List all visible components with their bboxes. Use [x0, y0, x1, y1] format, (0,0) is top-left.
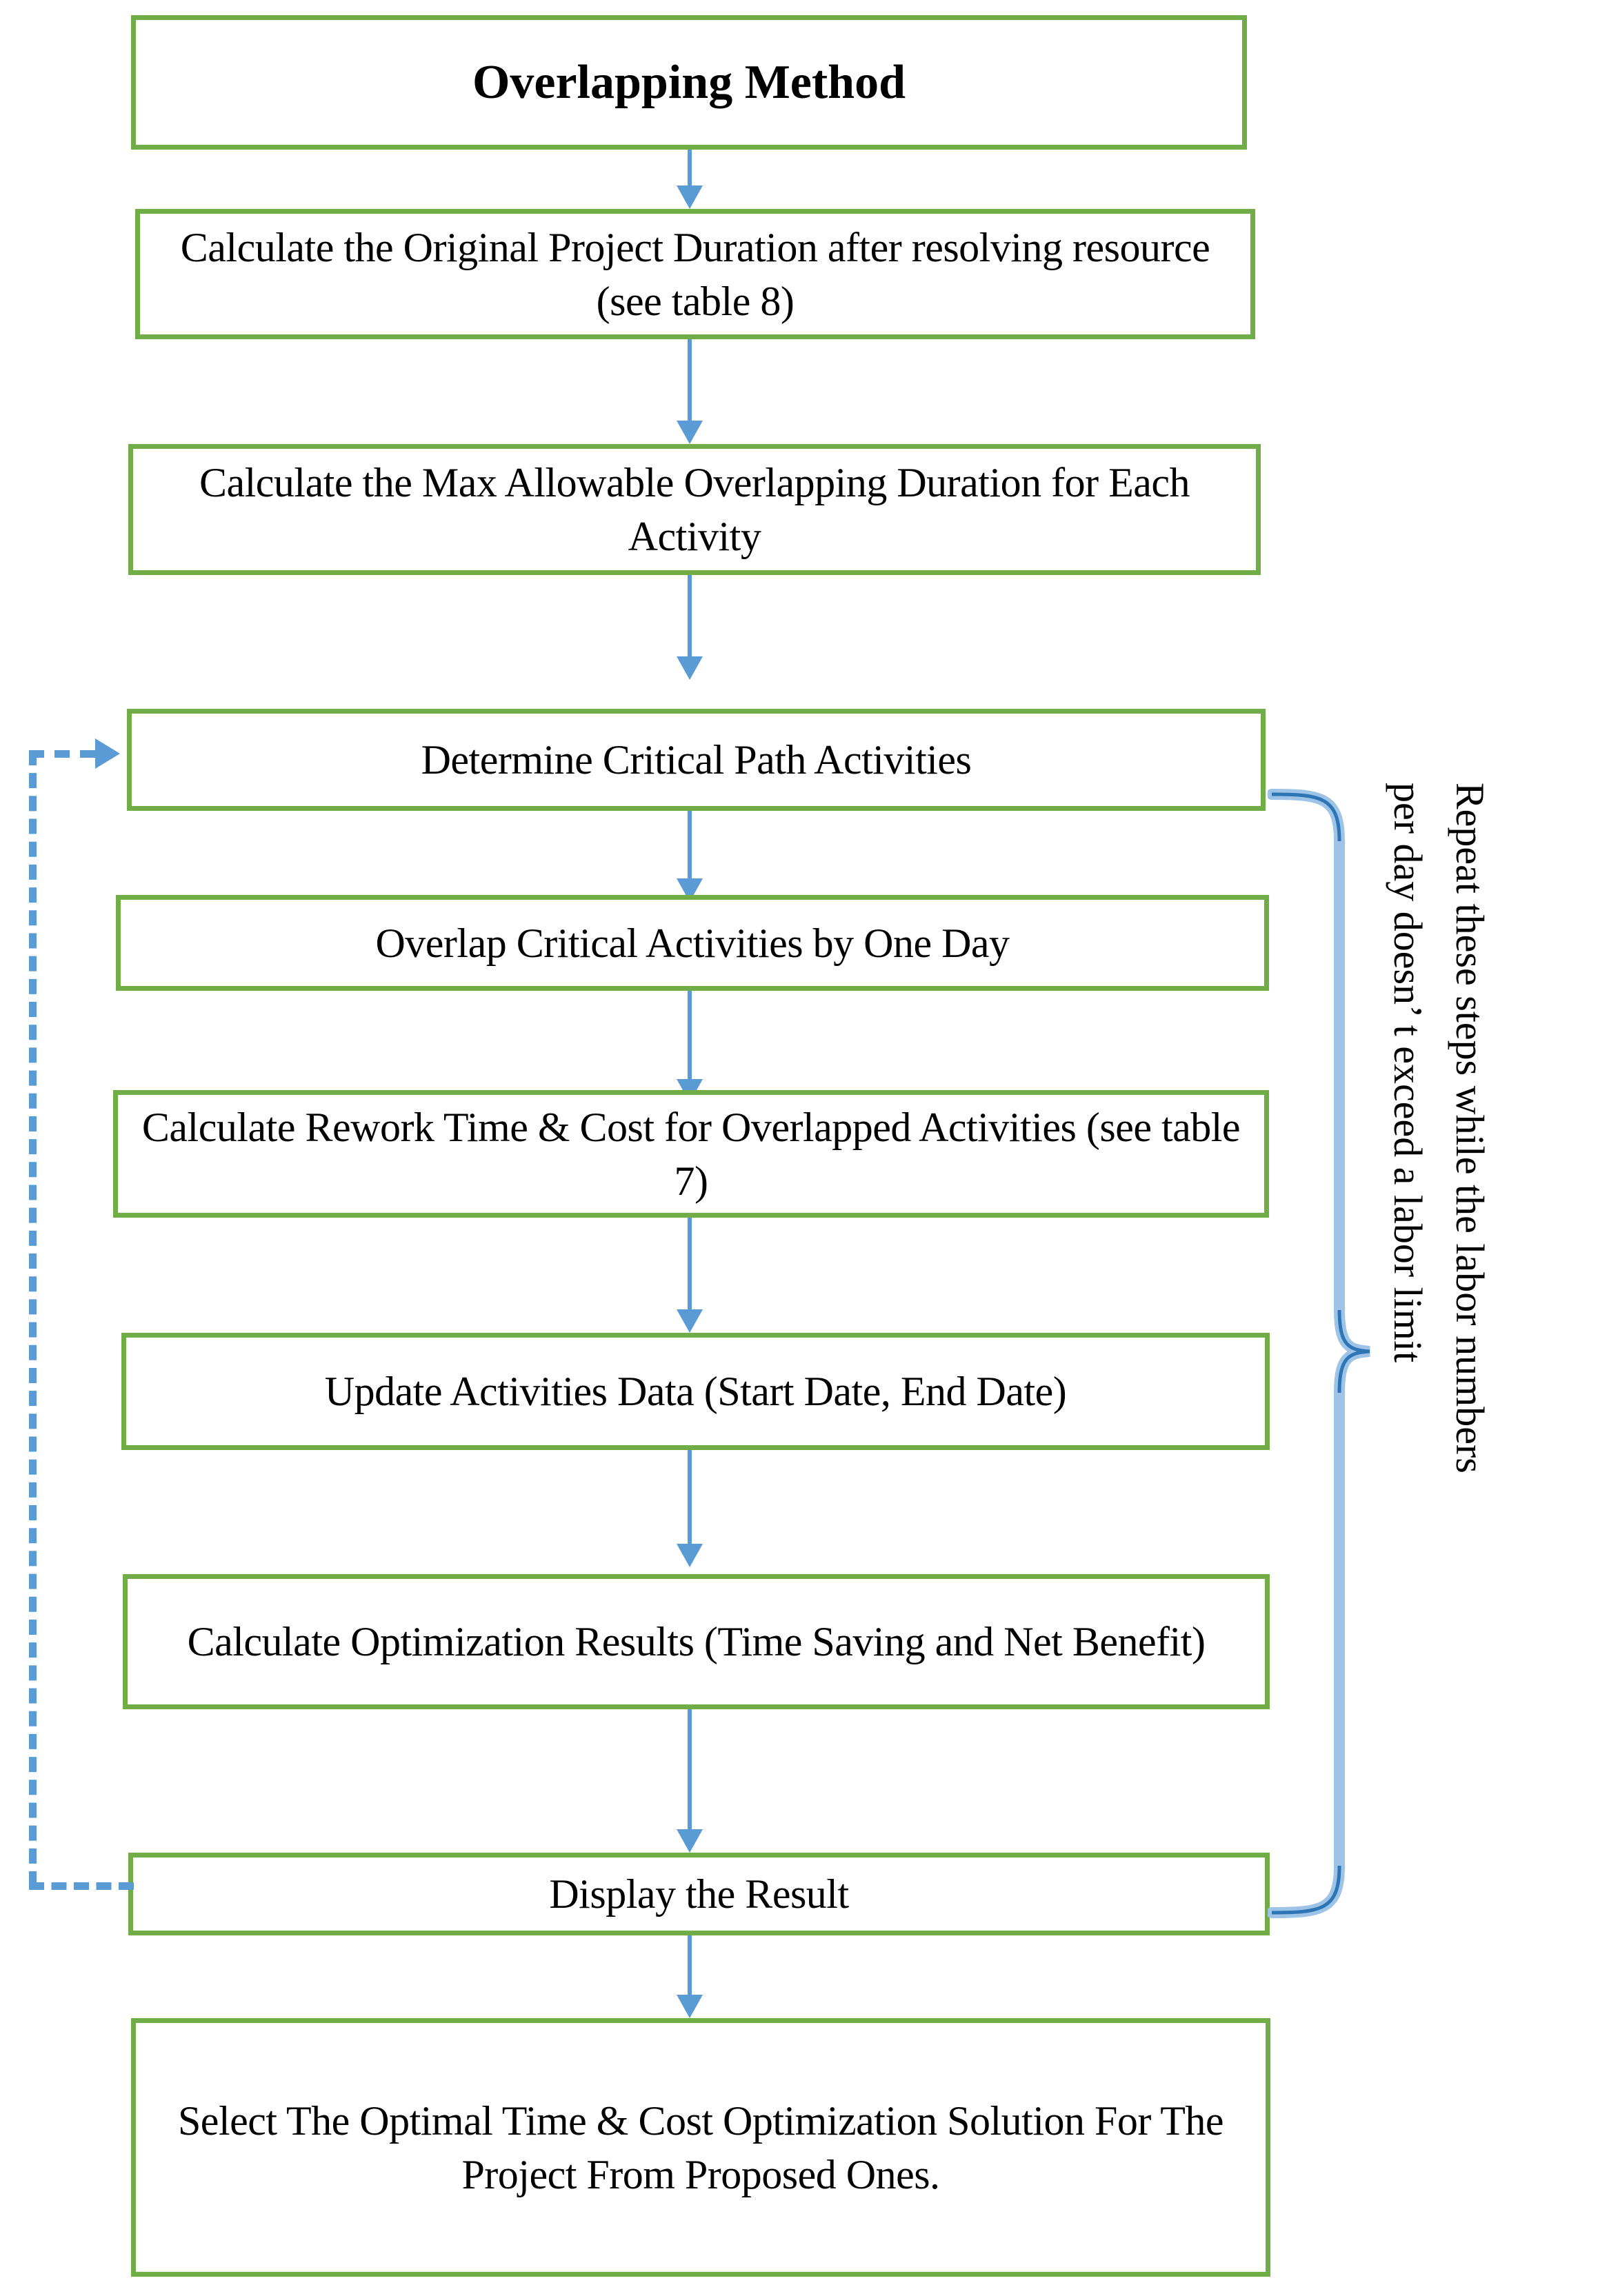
connector-display-to-select-optimal — [676, 1935, 703, 2018]
connector-rework-to-update-data — [676, 1218, 703, 1333]
connector-update-data-to-optimization — [676, 1450, 703, 1567]
node-label: Update Activities Data (Start Date, End … — [324, 1369, 1067, 1414]
feedback-loop-top-line — [29, 750, 95, 758]
connector-title-to-orig-duration — [676, 150, 703, 209]
node-label: Calculate Rework Time & Cost for Overlap… — [141, 1104, 1241, 1204]
node-label: Determine Critical Path Activities — [421, 737, 972, 783]
feedback-loop-bottom-line — [29, 1882, 134, 1890]
connector-line — [688, 1935, 692, 1995]
node-label: Select The Optimal Time & Cost Optimizat… — [177, 2097, 1224, 2197]
node-label: Calculate the Max Allowable Overlapping … — [199, 460, 1190, 559]
repeat-brace-icon — [1268, 758, 1385, 1951]
feedback-loop-vertical-line — [29, 750, 37, 1886]
node-update-activities-data[interactable]: Update Activities Data (Start Date, End … — [121, 1333, 1270, 1450]
connector-max-overlap-to-critical-path — [676, 575, 703, 680]
repeat-loop-note-line-2: per day doesn’ t exceed a labor limit — [1386, 783, 1431, 1363]
arrowhead-down-icon — [677, 185, 703, 209]
connector-line — [688, 991, 692, 1079]
node-label: Overlapping Method — [472, 56, 906, 109]
connector-line — [688, 1218, 692, 1309]
node-label: Calculate Optimization Results (Time Sav… — [187, 1619, 1206, 1664]
connector-overlap-day-to-rework — [676, 991, 703, 1102]
node-determine-critical-path[interactable]: Determine Critical Path Activities — [127, 709, 1266, 811]
connector-critical-path-to-overlap-day — [676, 811, 703, 902]
node-calculate-rework[interactable]: Calculate Rework Time & Cost for Overlap… — [113, 1090, 1269, 1218]
repeat-loop-note-line-1: Repeat these steps while the labor numbe… — [1448, 783, 1492, 1473]
node-label: Display the Result — [549, 1871, 849, 1917]
connector-line — [688, 1709, 692, 1829]
connector-line — [688, 150, 692, 185]
arrowhead-down-icon — [677, 421, 703, 444]
node-display-result[interactable]: Display the Result — [128, 1853, 1270, 1935]
node-select-optimal-solution[interactable]: Select The Optimal Time & Cost Optimizat… — [131, 2018, 1270, 2277]
connector-line — [688, 339, 692, 421]
node-calculate-optimization-results[interactable]: Calculate Optimization Results (Time Sav… — [123, 1574, 1270, 1709]
node-label: Overlap Critical Activities by One Day — [375, 920, 1010, 966]
node-max-allowable-overlap[interactable]: Calculate the Max Allowable Overlapping … — [128, 444, 1261, 575]
node-overlapping-method[interactable]: Overlapping Method — [131, 15, 1247, 150]
connector-line — [688, 575, 692, 656]
repeat-loop-note: Repeat these steps while the labor numbe… — [1377, 783, 1501, 1473]
arrowhead-down-icon — [677, 1995, 703, 2018]
arrowhead-down-icon — [677, 656, 703, 680]
connector-line — [688, 1450, 692, 1544]
arrowhead-down-icon — [677, 1309, 703, 1333]
node-calculate-original-duration[interactable]: Calculate the Original Project Duration … — [135, 209, 1255, 339]
arrowhead-down-icon — [677, 1829, 703, 1853]
connector-orig-duration-to-max-overlap — [676, 339, 703, 444]
node-label: Calculate the Original Project Duration … — [180, 224, 1210, 324]
connector-line — [688, 811, 692, 878]
node-overlap-critical-activities[interactable]: Overlap Critical Activities by One Day — [116, 895, 1269, 991]
feedback-loop-arrowhead-icon — [95, 738, 120, 769]
connector-optimization-to-display — [676, 1709, 703, 1853]
arrowhead-down-icon — [677, 1544, 703, 1567]
